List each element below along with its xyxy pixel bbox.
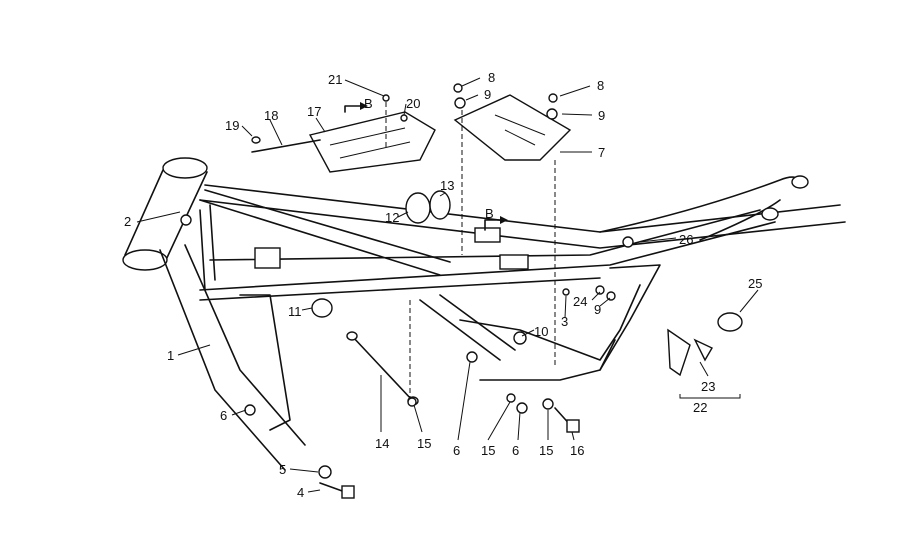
rubber-rings (405, 190, 451, 224)
lower-cradle (459, 284, 641, 361)
section-arrow-mid: B (484, 206, 508, 231)
callout-22: 22 (693, 400, 707, 415)
section-label-mid: B (485, 206, 494, 221)
frame-mount-2 (499, 254, 529, 270)
leader-lines (136, 77, 759, 493)
clip-19 (251, 136, 261, 144)
headstock-tube (124, 169, 208, 263)
lower-long-tube-2 (199, 277, 601, 301)
stand-bracket-22 (667, 328, 713, 377)
frame-bracket (254, 247, 281, 269)
callout-1: 1 (167, 348, 174, 363)
bushing-11 (311, 298, 333, 318)
callout-11: 11 (288, 304, 302, 319)
callout-14: 14 (375, 436, 389, 451)
callout-25: 25 (748, 276, 762, 291)
callout-26: 26 (679, 232, 693, 247)
section-arrow-top: B (344, 96, 373, 113)
callout-23: 23 (701, 379, 715, 394)
lower-cradle-2 (479, 339, 616, 381)
frame-mount-1 (474, 227, 501, 243)
section-label-top: B (364, 96, 373, 111)
callout-12: 12 (385, 210, 399, 225)
callout-15-center: 15 (481, 443, 495, 458)
front-plate (239, 294, 291, 431)
callout-8-right: 8 (597, 78, 604, 93)
callout-24: 24 (573, 294, 587, 309)
battery-tray (308, 111, 436, 173)
callout-21: 21 (328, 72, 342, 87)
callout-19: 19 (225, 118, 239, 133)
rear-mount-eye-2 (761, 207, 779, 221)
rod-18 (251, 139, 321, 153)
callout-4: 4 (297, 485, 304, 500)
callout-9-right: 9 (598, 108, 605, 123)
mid-tube (209, 209, 761, 261)
callout-3: 3 (561, 314, 568, 329)
callout-20: 20 (406, 96, 420, 111)
callout-8-left: 8 (488, 70, 495, 85)
bolt-14 (346, 331, 419, 406)
callout-15-left: 15 (417, 436, 431, 451)
callout-15-right: 15 (539, 443, 553, 458)
callout-labels: 1 2 3 4 5 6 6 6 7 8 8 9 9 9 10 11 12 13 … (124, 70, 762, 500)
switch-25 (717, 312, 743, 332)
rear-cradle (599, 264, 661, 371)
callout-5: 5 (279, 462, 286, 477)
diagonal-brace (199, 189, 451, 276)
top-tube-lower (199, 199, 846, 249)
callout-7: 7 (598, 145, 605, 160)
bolt-16 (554, 407, 580, 433)
front-downtube (159, 244, 306, 471)
rear-mount-eye (791, 175, 809, 189)
lower-long-tube (199, 221, 776, 291)
bolt-4 (319, 482, 355, 499)
callout-9-left: 9 (484, 87, 491, 102)
group-bracket-22 (679, 394, 741, 399)
callout-16: 16 (570, 443, 584, 458)
callout-6-left: 6 (220, 408, 227, 423)
callout-9-mid: 9 (594, 302, 601, 317)
callout-10: 10 (534, 324, 548, 339)
rear-loop-inner (699, 199, 781, 241)
motorcycle-frame (122, 157, 846, 471)
callout-17: 17 (307, 104, 321, 119)
callout-6-center: 6 (453, 443, 460, 458)
front-gusset (199, 204, 216, 291)
rear-upper-loop (599, 176, 803, 233)
hardware (180, 83, 634, 479)
callout-18: 18 (264, 108, 278, 123)
headstock-bottom (122, 249, 168, 271)
headstock-top (162, 157, 208, 179)
callout-6-right: 6 (512, 443, 519, 458)
callout-13: 13 (440, 178, 454, 193)
side-plate (453, 94, 572, 161)
callout-2: 2 (124, 214, 131, 229)
